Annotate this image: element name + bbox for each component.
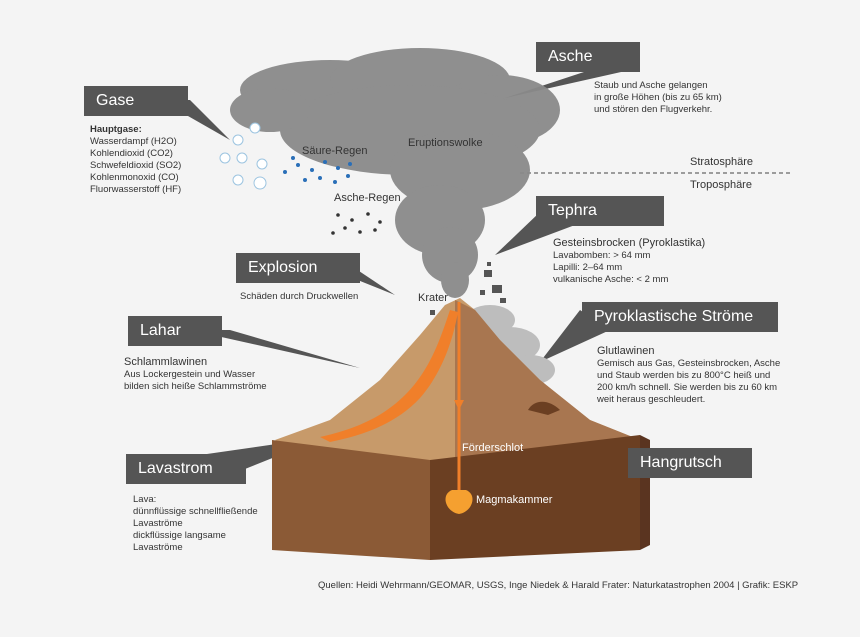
asche-line: Staub und Asche gelangen: [594, 80, 708, 91]
volcano-shade: [455, 300, 640, 460]
foerderschlot-label: Förderschlot: [462, 442, 524, 454]
gas-item: Kohlenmonoxid (CO): [90, 172, 179, 183]
gase-tag: Gase: [84, 86, 188, 116]
tephra-item: vulkanische Asche: < 2 mm: [553, 274, 669, 285]
gas-item: Schwefeldioxid (SO2): [90, 160, 182, 171]
pyro-tag: Pyroklastische Ströme: [582, 302, 778, 332]
asche-tag: Asche: [536, 42, 640, 72]
lavastrom-line: dünnflüssige schnellfließende: [133, 506, 258, 517]
lahar-pointer: [190, 330, 360, 368]
gas-item: Wasserdampf (H2O): [90, 136, 177, 147]
hangrutsch-tag: Hangrutsch: [628, 448, 752, 478]
lavastrom-line: Lava:: [133, 494, 157, 505]
tephra-item: Lapilli: 2–64 mm: [553, 262, 623, 273]
krater-label: Krater: [418, 292, 448, 304]
lahar-subtitle: Schlammlawinen: [124, 356, 208, 368]
magmakammer-label: Magmakammer: [476, 494, 553, 506]
asche-regen-label: Asche-Regen: [334, 192, 401, 204]
saeure-regen-label: Säure-Regen: [302, 145, 368, 157]
asche-line: und stören den Flugverkehr.: [594, 104, 713, 115]
explosion-tag: Explosion: [236, 253, 360, 283]
lahar-tag: Lahar: [128, 316, 222, 346]
lava-flow: [320, 310, 458, 442]
landslide: [528, 401, 560, 415]
tephra-subtitle: Gesteinsbrocken (Pyroklastika): [553, 237, 706, 249]
magma-chamber: [445, 490, 473, 514]
lahar-line: Aus Lockergestein und Wasser: [124, 369, 256, 380]
gas-bubbles: [219, 122, 268, 190]
troposphaere-label: Troposphäre: [690, 179, 752, 191]
gas-item: Fluorwasserstoff (HF): [90, 184, 182, 195]
pyro-line: 200 km/h schnell. Sie werden bis zu 60 k…: [597, 382, 778, 393]
tephra-item: Lavabomben: > 64 mm: [553, 250, 651, 261]
gas-item: Kohlendioxid (CO2): [90, 148, 173, 159]
lavastrom-line: Lavaströme: [133, 518, 183, 529]
pyro-subtitle: Glutlawinen: [597, 345, 655, 357]
gase-text: Hauptgase: Wasserdampf (H2O) Kohlendioxi…: [90, 124, 240, 196]
source-footer: Quellen: Heidi Wehrmann/GEOMAR, USGS, In…: [318, 580, 799, 591]
tephra-text: Gesteinsbrocken (Pyroklastika) Lavabombe…: [553, 236, 733, 286]
asche-text: Staub und Asche gelangen in große Höhen …: [594, 80, 794, 116]
acid-rain-drops: [283, 156, 352, 184]
lahar-text: Schlammlawinen Aus Lockergestein und Was…: [124, 355, 304, 393]
gase-subtitle: Hauptgase:: [90, 124, 142, 135]
asche-line: in große Höhen (bis zu 65 km): [594, 92, 722, 103]
lavastrom-line: Lavaströme: [133, 542, 183, 553]
explosion-text: Schäden durch Druckwellen: [240, 291, 359, 302]
stratosphaere-label: Stratosphäre: [690, 156, 753, 168]
pyro-line: und Staub werden bis zu 800°C heiß und: [597, 370, 771, 381]
earth-block-cut: [430, 435, 640, 560]
lavastrom-tag: Lavastrom: [126, 454, 246, 484]
earth-block-front: [272, 440, 430, 560]
lahar-line: bilden sich heiße Schlammströme: [124, 381, 267, 392]
tephra-rocks: [430, 262, 506, 315]
eruptionswolke-label: Eruptionswolke: [408, 137, 483, 149]
eruption-cloud: [230, 48, 560, 298]
ash-rain-dots: [331, 212, 382, 235]
tephra-tag: Tephra: [536, 196, 664, 226]
conduit-arrow: [454, 400, 464, 410]
pyro-line: Gemisch aus Gas, Gesteinsbrocken, Asche: [597, 358, 781, 369]
lavastrom-text: Lava: dünnflüssige schnellfließende Lava…: [133, 494, 293, 554]
pyro-text: Glutlawinen Gemisch aus Gas, Gesteinsbro…: [597, 344, 817, 406]
lavastrom-line: dickflüssige langsame: [133, 530, 226, 541]
pyro-line: weit heraus geschleudert.: [597, 394, 706, 405]
